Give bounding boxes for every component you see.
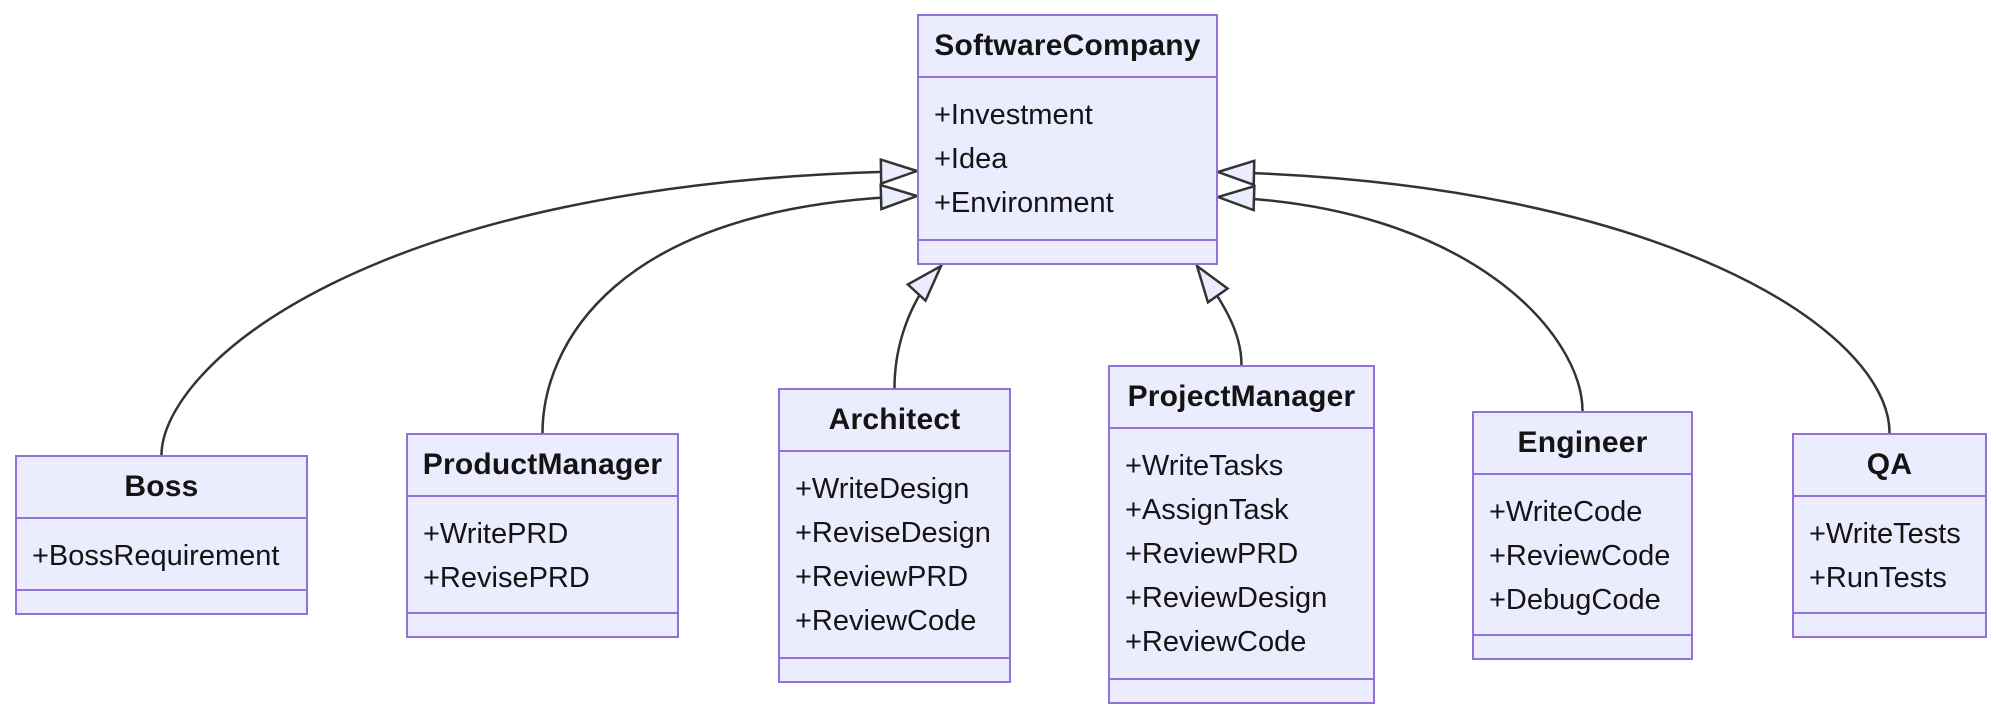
class-member: +WriteTests <box>1809 518 1961 550</box>
class-member: +ReviewCode <box>1489 540 1671 572</box>
class-title: QA <box>1866 448 1913 481</box>
class-methods-empty <box>780 657 1009 681</box>
edge-projectmanager-to-softwarecompany <box>1194 262 1243 366</box>
class-methods-empty <box>1474 634 1691 658</box>
class-methods-empty <box>17 589 306 613</box>
class-members: +WriteCode +ReviewCode +DebugCode <box>1474 473 1691 634</box>
class-member: +WriteTasks <box>1125 450 1284 482</box>
class-box-productmanager: ProductManager +WritePRD +RevisePRD <box>406 433 679 638</box>
class-title: ProjectManager <box>1127 380 1356 413</box>
class-methods-empty <box>1794 612 1985 636</box>
class-box-softwarecompany: SoftwareCompany +Investment +Idea +Envir… <box>917 14 1218 265</box>
class-box-architect: Architect +WriteDesign +ReviseDesign +Re… <box>778 388 1011 683</box>
class-members: +WritePRD +RevisePRD <box>408 495 677 612</box>
class-member: +Investment <box>934 99 1093 131</box>
class-members: +BossRequirement <box>17 517 306 589</box>
class-title: Boss <box>124 470 199 503</box>
class-members: +WriteTasks +AssignTask +ReviewPRD +Revi… <box>1110 427 1373 678</box>
class-member: +RunTests <box>1809 562 1947 594</box>
class-box-qa: QA +WriteTests +RunTests <box>1792 433 1987 638</box>
edge-engineer-to-softwarecompany <box>1214 184 1584 412</box>
class-members: +Investment +Idea +Environment <box>919 76 1216 239</box>
class-member: +RevisePRD <box>423 562 590 594</box>
class-member: +Environment <box>934 187 1114 219</box>
class-member: +Idea <box>934 143 1008 175</box>
edge-qa-to-softwarecompany <box>1214 159 1891 434</box>
class-title: ProductManager <box>422 448 663 481</box>
class-member: +BossRequirement <box>32 540 280 572</box>
class-member: +WritePRD <box>423 518 569 550</box>
class-member: +ReviseDesign <box>795 517 991 549</box>
edge-productmanager-to-softwarecompany <box>541 183 921 434</box>
class-member: +ReviewCode <box>795 605 977 637</box>
edge-architect-to-softwarecompany <box>893 263 944 389</box>
edge-boss-to-softwarecompany <box>160 157 921 456</box>
class-member: +ReviewDesign <box>1125 582 1328 614</box>
class-member: +AssignTask <box>1125 494 1289 526</box>
class-methods-empty <box>919 239 1216 263</box>
class-methods-empty <box>408 612 677 636</box>
class-member: +ReviewPRD <box>1125 538 1299 570</box>
class-title: SoftwareCompany <box>934 29 1201 62</box>
class-box-engineer: Engineer +WriteCode +ReviewCode +DebugCo… <box>1472 411 1693 660</box>
class-member: +ReviewCode <box>1125 626 1307 658</box>
class-members: +WriteDesign +ReviseDesign +ReviewPRD +R… <box>780 450 1009 657</box>
class-member: +WriteCode <box>1489 496 1643 528</box>
class-box-projectmanager: ProjectManager +WriteTasks +AssignTask +… <box>1108 365 1375 704</box>
class-members: +WriteTests +RunTests <box>1794 495 1985 612</box>
class-methods-empty <box>1110 678 1373 702</box>
class-title: Engineer <box>1517 426 1648 459</box>
class-box-boss: Boss +BossRequirement <box>15 455 308 615</box>
class-member: +WriteDesign <box>795 473 970 505</box>
class-member: +ReviewPRD <box>795 561 969 593</box>
class-title: Architect <box>828 403 961 436</box>
class-member: +DebugCode <box>1489 584 1661 616</box>
